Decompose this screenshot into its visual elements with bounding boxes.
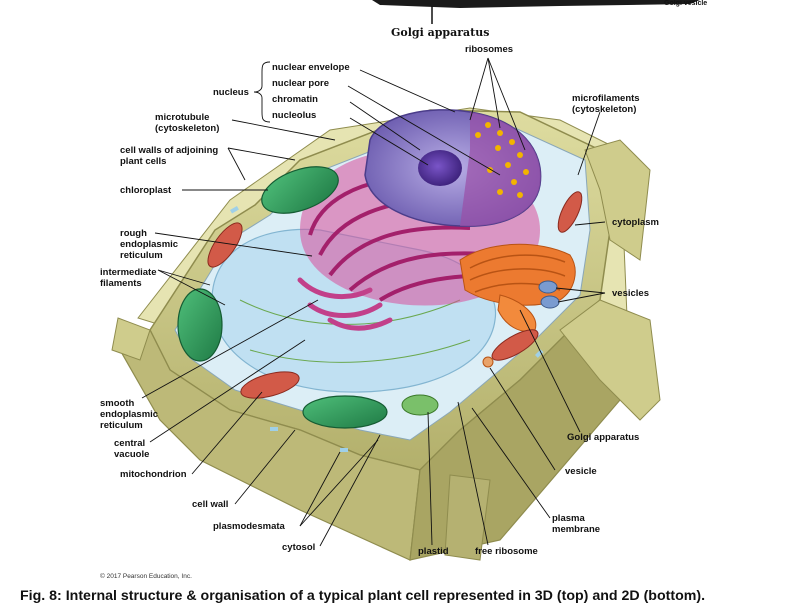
nucleolus [418, 150, 462, 186]
label-chromatin: chromatin [272, 94, 318, 105]
label-intermediate-2: filaments [100, 278, 142, 289]
label-microfilaments-sub: (cytoskeleton) [572, 104, 636, 115]
label-plastid: plastid [418, 546, 449, 557]
label-cell-walls-adjoining-1: cell walls of adjoining [120, 145, 218, 156]
smooth-er [297, 277, 393, 331]
label-cytoplasm: cytoplasm [612, 217, 659, 228]
figure-caption: Fig. 8: Internal structure & organisatio… [20, 588, 706, 604]
label-smooth-er-1: smooth [100, 398, 135, 409]
golgi-vesicle-cut-label: Golgi vesicle [664, 0, 707, 7]
label-nuclear-envelope: nuclear envelope [272, 62, 350, 73]
top-golgi-label: Golgi apparatus [391, 26, 489, 39]
label-free-ribosome: free ribosome [475, 546, 538, 557]
labels: ribosomes nucleus nuclear envelope nucle… [100, 44, 659, 557]
plant-cell [111, 107, 661, 561]
label-vesicle: vesicle [565, 466, 597, 477]
label-microtubule: microtubule [155, 112, 209, 123]
top-golgi-fragment: Golgi vesicle Golgi apparatus [372, 0, 707, 39]
label-plasmodesmata: plasmodesmata [213, 521, 286, 532]
plastid-shape [401, 394, 439, 416]
ribosome-cluster [475, 122, 529, 198]
label-central-vacuole-1: central [114, 438, 145, 449]
label-plasma-membrane-1: plasma [552, 513, 585, 524]
label-chloroplast: chloroplast [120, 185, 172, 196]
leader-lines [141, 57, 606, 547]
label-vesicles: vesicles [612, 288, 649, 299]
label-golgi-apparatus: Golgi apparatus [567, 432, 639, 443]
chloroplasts [177, 166, 439, 429]
mitochondria [207, 191, 583, 399]
label-rough-er-3: reticulum [120, 250, 163, 261]
label-nucleus: nucleus [213, 87, 249, 98]
label-smooth-er-2: endoplasmic [100, 409, 158, 420]
label-ribosomes: ribosomes [465, 44, 513, 55]
label-central-vacuole-2: vacuole [114, 449, 149, 460]
label-cell-walls-adjoining-2: plant cells [120, 156, 166, 167]
plasmodesmata-marks [229, 206, 544, 452]
copyright-credit: © 2017 Pearson Education, Inc. [100, 572, 192, 580]
label-cytosol: cytosol [282, 542, 315, 553]
label-mitochondrion: mitochondrion [120, 469, 187, 480]
label-intermediate-1: intermediate [100, 267, 157, 278]
label-microfilaments: microfilaments [572, 93, 640, 104]
label-rough-er-2: endoplasmic [120, 239, 178, 250]
label-cell-wall: cell wall [192, 499, 228, 510]
nucleus [364, 109, 542, 227]
label-rough-er-1: rough [120, 228, 147, 239]
label-nucleolus: nucleolus [272, 110, 316, 121]
label-nuclear-pore: nuclear pore [272, 78, 329, 89]
label-plasma-membrane-2: membrane [552, 524, 600, 535]
label-microtubule-sub: (cytoskeleton) [155, 123, 219, 134]
label-smooth-er-3: reticulum [100, 420, 143, 431]
